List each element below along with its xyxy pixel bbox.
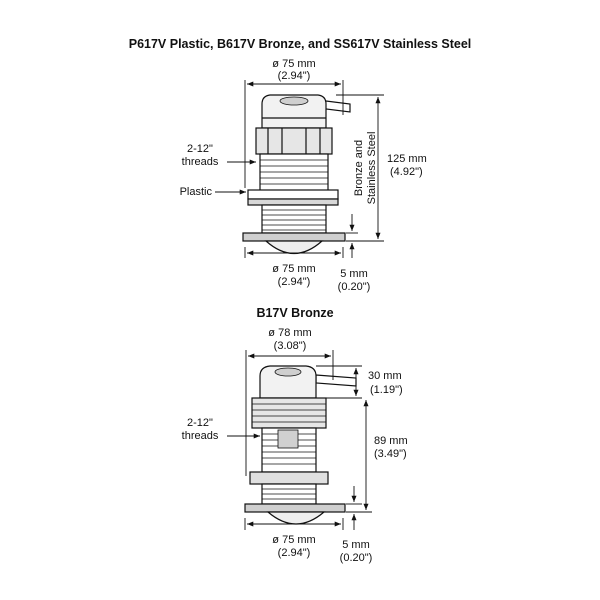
bottom-threads-line2: threads — [181, 430, 219, 442]
top-flange-mm: 5 mm — [340, 268, 368, 280]
washer — [249, 471, 329, 485]
top-height-mm: 125 mm — [387, 153, 427, 165]
top-height-in: (4.92") — [390, 166, 423, 178]
top-threads-line1: 2-12" — [187, 143, 213, 155]
sensor-bulb — [266, 511, 326, 525]
bottom-bottom-diameter-in: (2.94") — [277, 547, 311, 559]
top-bottom-diameter-mm: ø 75 mm — [272, 263, 316, 275]
threaded-stem-upper — [259, 153, 329, 195]
top-dimension-lines — [215, 80, 384, 258]
threaded-stem-lower — [261, 204, 327, 234]
top-flange-in: (0.20") — [337, 281, 371, 293]
washer — [247, 189, 339, 200]
flange — [242, 232, 346, 242]
bottom-dimension-lines — [227, 350, 372, 530]
bronze-label-line2: Stainless Steel — [366, 132, 378, 205]
top-title: P617V Plastic, B617V Bronze, and SS617V … — [128, 37, 472, 51]
bottom-flange-in: (0.20") — [339, 552, 373, 564]
cap-dome — [259, 365, 317, 399]
cap-dome — [261, 94, 327, 129]
bottom-diameter-in: (3.08") — [273, 340, 307, 352]
transducer-bottom-drawing — [244, 365, 357, 525]
top-bottom-diameter-in: (2.94") — [277, 276, 311, 288]
bottom-height-in: (3.49") — [374, 448, 407, 460]
hull-nut — [255, 127, 333, 155]
bronze-stainless-label: Bronze and Stainless Steel — [353, 132, 378, 205]
hull-nut — [251, 397, 327, 429]
bottom-cap-height-mm: 30 mm — [368, 370, 402, 382]
bottom-flange-mm: 5 mm — [342, 539, 370, 551]
plastic-label: Plastic — [179, 186, 212, 198]
transducer-top-drawing — [242, 94, 351, 254]
flange — [244, 503, 346, 513]
top-diameter-mm: ø 75 mm — [272, 58, 316, 70]
top-diameter-in: (2.94") — [277, 70, 311, 82]
bottom-cap-height-in: (1.19") — [370, 384, 403, 396]
bottom-bottom-diameter-mm: ø 75 mm — [272, 534, 316, 546]
bronze-label-line1: Bronze and — [353, 140, 365, 196]
cable — [315, 374, 357, 387]
bottom-threads-line1: 2-12" — [187, 417, 213, 429]
sensor-bulb — [264, 240, 324, 254]
top-threads-line2: threads — [181, 156, 219, 168]
bottom-title: B17V Bronze — [256, 306, 334, 320]
bottom-diameter-mm: ø 78 mm — [268, 327, 312, 339]
bottom-height-mm: 89 mm — [374, 435, 408, 447]
